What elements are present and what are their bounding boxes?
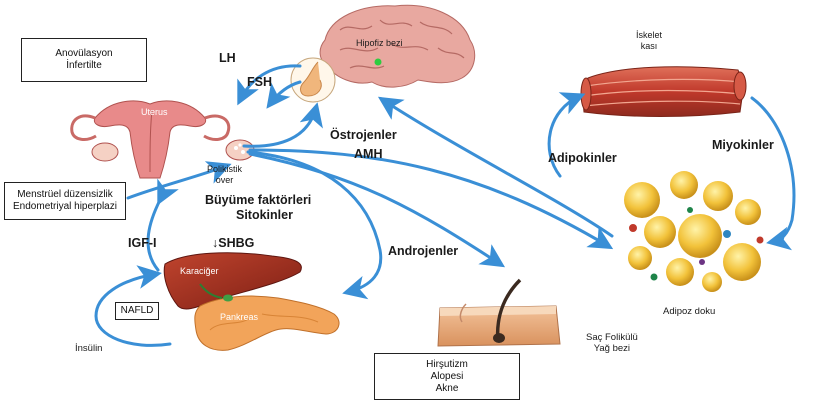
amh-label: AMH — [354, 147, 382, 161]
fsh-label: FSH — [247, 75, 272, 89]
muscle-line: kası — [636, 41, 662, 52]
sebaceous-gland-line: Yağ bezi — [586, 343, 638, 354]
nafld-box: NAFLD — [115, 302, 159, 320]
ovary-line: over — [207, 175, 242, 186]
box-line: Hirşutizm — [426, 359, 468, 371]
shbg-label: ↓SHBG — [212, 236, 254, 250]
lh-label: LH — [219, 51, 236, 65]
hair-follicle-label: Saç Folikülü Yağ bezi — [586, 332, 638, 354]
skeletal-muscle-label: İskelet kası — [636, 30, 662, 52]
polycystic-ovary-label: Polikistik over — [207, 164, 242, 186]
liver-label: Karaciğer — [180, 266, 219, 276]
androgens-label: Androjenler — [388, 244, 458, 258]
insulin-label: İnsülin — [75, 343, 102, 354]
myokines-label: Miyokinler — [712, 138, 774, 152]
skeletal-line: İskelet — [636, 30, 662, 41]
muscle-illustration — [581, 67, 746, 117]
adipokines-label: Adipokinler — [548, 151, 617, 165]
adipose-illustration — [624, 171, 764, 292]
pituitary-label: Hipofiz bezi — [356, 38, 403, 48]
igf-label: IGF-I — [128, 236, 156, 250]
hair-follicle-line: Saç Folikülü — [586, 332, 638, 343]
anovulation-infertility-box: Anovülasyon İnfertilte — [21, 38, 147, 82]
cytokines-label: Sitokinler — [236, 208, 293, 222]
nafld-label: NAFLD — [121, 305, 154, 317]
box-line: İnfertilte — [66, 60, 102, 72]
box-line: Alopesi — [431, 371, 464, 383]
estrogens-label: Östrojenler — [330, 128, 397, 142]
adipose-tissue-label: Adipoz doku — [663, 306, 715, 317]
hirsutism-alopecia-acne-box: Hirşutizm Alopesi Akne — [374, 353, 520, 400]
polycystic-line: Polikistik — [207, 164, 242, 175]
box-line: Anovülasyon — [55, 48, 112, 60]
box-line: Menstrüel düzensizlik — [17, 189, 113, 201]
uterus-label: Uterus — [141, 107, 168, 117]
skin-illustration — [438, 280, 560, 346]
box-line: Akne — [436, 383, 459, 395]
growth-factors-label: Büyüme faktörleri — [205, 193, 311, 207]
box-line: Endometriyal hiperplazi — [13, 201, 117, 213]
pancreas-label: Pankreas — [220, 312, 258, 322]
menstrual-endometrial-box: Menstrüel düzensizlik Endometriyal hiper… — [4, 182, 126, 220]
